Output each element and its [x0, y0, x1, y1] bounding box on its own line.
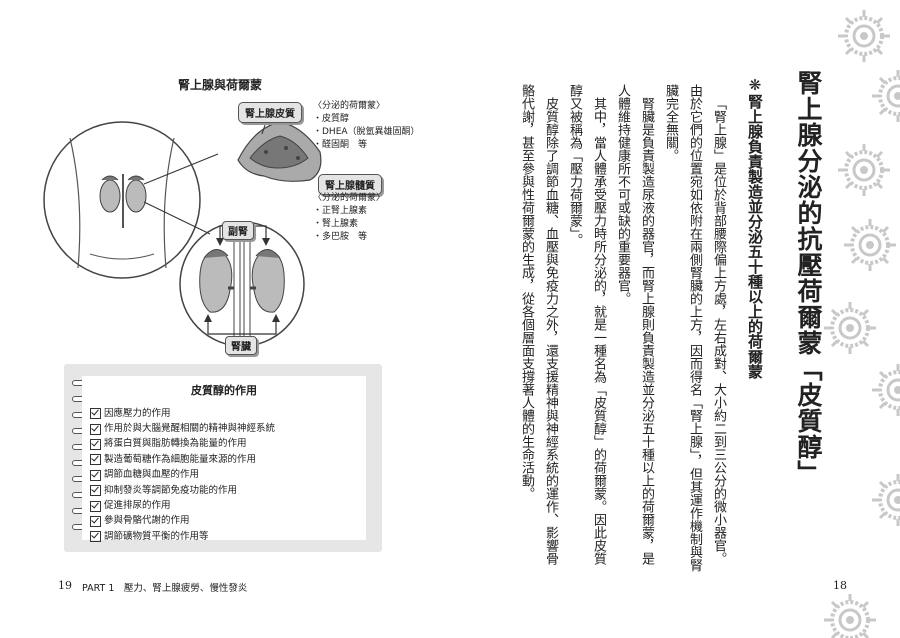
- checkbox-checked-icon: [90, 485, 101, 497]
- running-footer: PART 1 壓力、腎上腺疲勞、慢性發炎: [82, 583, 248, 594]
- list-item-text: 製造葡萄糖作為細胞能量來源的作用: [104, 453, 257, 465]
- subheading-ornament-icon: ❋: [746, 76, 764, 94]
- list-item-text: 因應壓力的作用: [104, 407, 171, 419]
- checkbox-checked-icon: [90, 438, 101, 450]
- medulla-hormone-item: ・正腎上腺素: [313, 206, 368, 216]
- list-item: 作用於與大腦覺醒相關的精神與神經系統: [90, 421, 275, 436]
- cortex-hormone-list: 〈分泌的荷爾蒙〉 ・皮質醇 ・DHEA（脫氫異雄固酮） ・醛固酮 等: [313, 100, 420, 152]
- body-column-3: 臟完全無關。: [663, 84, 678, 162]
- list-item-text: 作用於與大腦覺醒相關的精神與神經系統: [104, 423, 276, 435]
- medulla-hormone-item: ・腎上腺素: [313, 219, 359, 229]
- cortex-hormone-item: ・皮質醇: [313, 114, 350, 124]
- cortex-hormone-item: ・DHEA（脫氫異雄固酮）: [313, 127, 420, 137]
- list-item-text: 促進排尿的作用: [104, 500, 171, 512]
- list-item-text: 調節礦物質平衡的作用等: [104, 530, 209, 542]
- page-number-right: 18: [833, 579, 847, 592]
- list-item: 促進排尿的作用: [90, 498, 275, 513]
- kidney-label: 腎臟: [225, 336, 257, 355]
- medulla-hormones-header: 〈分泌的荷爾蒙〉: [313, 193, 386, 203]
- checkbox-checked-icon: [90, 531, 101, 543]
- medulla-hormone-item: ・多巴胺 等: [313, 232, 368, 242]
- diagram-title: 腎上腺與荷爾蒙: [177, 78, 262, 92]
- adrenal-medulla-label: 腎上腺髓質: [318, 174, 382, 195]
- checkbox-checked-icon: [90, 423, 101, 435]
- body-column-7: 醇又被稱為「壓力荷爾蒙」。: [567, 84, 582, 247]
- checkbox-checked-icon: [90, 500, 101, 512]
- body-column-1: 「腎上腺」是位於背部腰際偏上方處，左右成對、大小約二到三公分的微小器官。: [711, 97, 726, 565]
- list-item: 調節血糖與血壓的作用: [90, 468, 275, 483]
- list-item-text: 參與骨骼代謝的作用: [104, 515, 190, 527]
- list-item: 參與骨骼代謝的作用: [90, 514, 275, 529]
- body-column-8: 皮質醇除了調節血糖、血壓與免疫力之外，還支援精神與神經系統的運作、影響骨: [543, 97, 558, 565]
- adrenal-kidney-diagram: [43, 103, 341, 347]
- list-item: 將蛋白質與脂肪轉換為能量的作用: [90, 437, 275, 452]
- body-column-6: 其中，當人體承受壓力時所分泌的，就是一種名為「皮質醇」的荷爾蒙。因此皮質: [591, 97, 606, 565]
- body-column-4: 腎臟是負責製造尿液的器官，而腎上腺則負責製造並分泌五十種以上的荷爾蒙，是: [639, 97, 654, 565]
- list-item: 製造葡萄糖作為細胞能量來源的作用: [90, 452, 275, 467]
- notepad-title: 皮質醇的作用: [191, 384, 257, 397]
- checkbox-checked-icon: [90, 408, 101, 420]
- body-column-5: 人體維持健康所不可或缺的重要器官。: [615, 84, 630, 305]
- notepad-sheet: 皮質醇的作用 因應壓力的作用 作用於與大腦覺醒相關的精神與神經系統 將蛋白質與脂…: [82, 376, 366, 543]
- subheading-text: 腎上腺負責製造並分泌五十種以上的荷爾蒙: [746, 94, 764, 379]
- body-column-9: 骼代謝，甚至參與性荷爾蒙的生成，從各個層面支撐著人體的生命活動。: [519, 84, 534, 500]
- cortisol-function-notepad: 皮質醇的作用 因應壓力的作用 作用於與大腦覺醒相關的精神與神經系統 將蛋白質與脂…: [64, 364, 382, 552]
- list-item-text: 將蛋白質與脂肪轉換為能量的作用: [104, 438, 247, 450]
- list-item: 抑制發炎等調節免疫功能的作用: [90, 483, 275, 498]
- medulla-hormone-list: 〈分泌的荷爾蒙〉 ・正腎上腺素 ・腎上腺素 ・多巴胺 等: [313, 192, 385, 244]
- adrenal-label: 副腎: [222, 221, 254, 240]
- list-item-text: 調節血糖與血壓的作用: [104, 469, 200, 481]
- section-subheading: ❋腎上腺負責製造並分泌五十種以上的荷爾蒙: [745, 76, 766, 379]
- page-title: 腎上腺分泌的抗壓荷爾蒙「皮質醇」: [794, 70, 823, 486]
- list-item: 因應壓力的作用: [90, 406, 275, 421]
- checkbox-checked-icon: [90, 454, 101, 466]
- adrenal-cortex-label: 腎上腺皮質: [238, 102, 302, 123]
- checkbox-checked-icon: [90, 515, 101, 527]
- cortex-hormone-item: ・醛固酮 等: [313, 140, 368, 150]
- cortex-hormones-header: 〈分泌的荷爾蒙〉: [313, 101, 386, 111]
- list-item-text: 抑制發炎等調節免疫功能的作用: [104, 484, 238, 496]
- body-column-2: 由於它們的位置宛如依附在兩側腎臟的上方，因而得名「腎上腺」，但其運作機制與腎: [687, 84, 702, 572]
- page-number-left: 19: [58, 579, 72, 592]
- mandala-flower-icon: [822, 8, 900, 638]
- checkbox-checked-icon: [90, 469, 101, 481]
- list-item: 調節礦物質平衡的作用等: [90, 529, 275, 544]
- cortisol-function-list: 因應壓力的作用 作用於與大腦覺醒相關的精神與神經系統 將蛋白質與脂肪轉換為能量的…: [90, 406, 275, 545]
